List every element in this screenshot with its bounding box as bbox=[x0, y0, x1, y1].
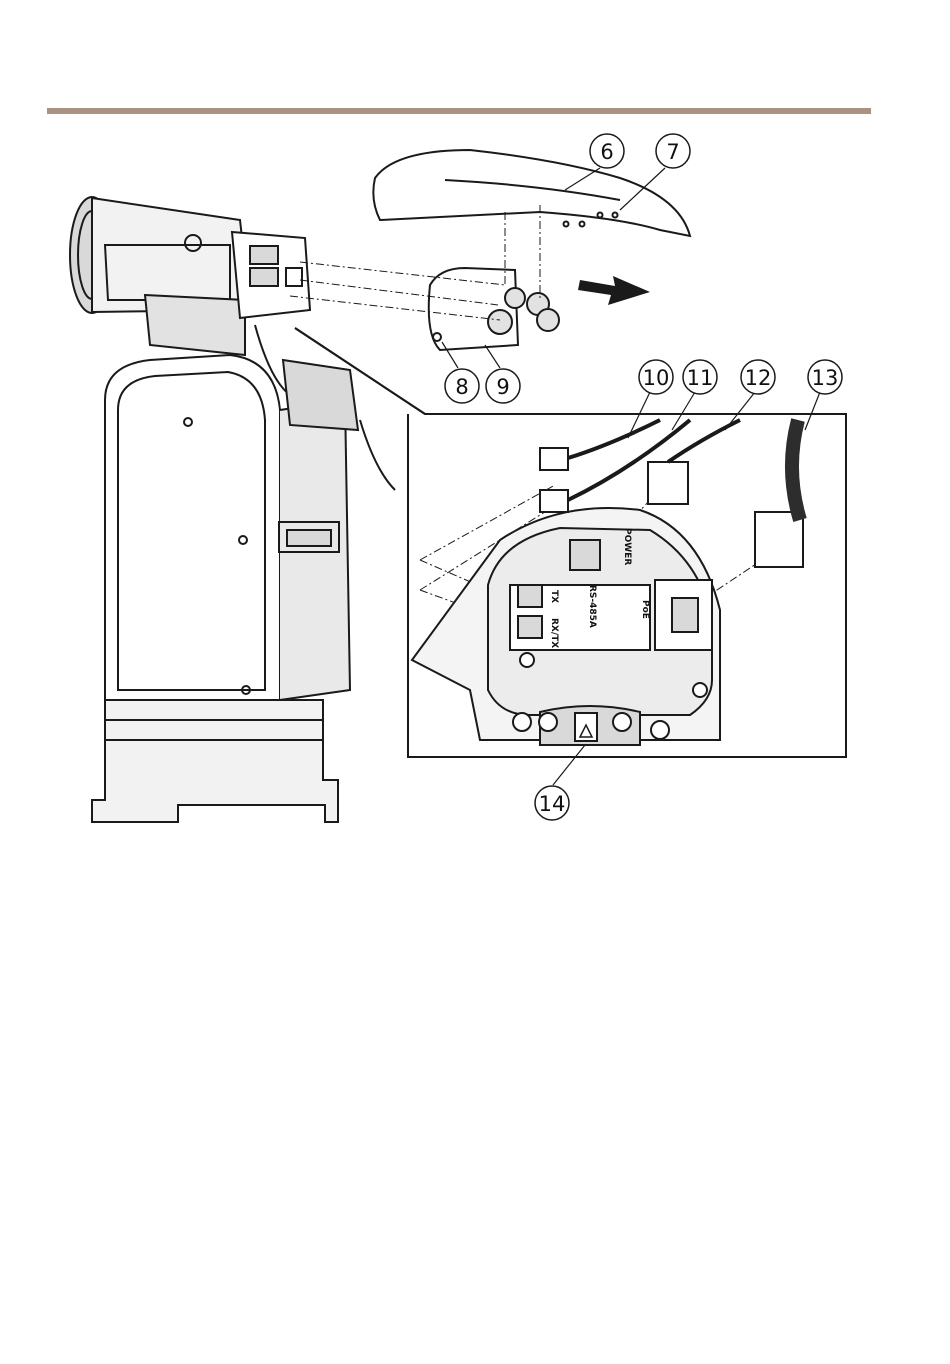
callout-6: 6 bbox=[590, 134, 624, 168]
detail-panel-contents bbox=[412, 420, 803, 745]
callout-8: 8 bbox=[445, 369, 479, 403]
callout-11: 11 bbox=[683, 360, 717, 394]
label-tx: TX bbox=[549, 590, 559, 603]
callout-12: 12 bbox=[741, 360, 775, 394]
callout-13: 13 bbox=[808, 360, 842, 394]
svg-text:8: 8 bbox=[455, 375, 468, 399]
svg-text:6: 6 bbox=[600, 140, 613, 164]
svg-text:13: 13 bbox=[812, 366, 839, 390]
label-rxtx: RX/TX bbox=[549, 618, 559, 648]
svg-text:14: 14 bbox=[539, 792, 566, 816]
callout-10: 10 bbox=[639, 360, 673, 394]
svg-text:9: 9 bbox=[496, 375, 509, 399]
cover-part bbox=[373, 150, 690, 236]
callout-9: 9 bbox=[486, 369, 520, 403]
installation-figure: POWER RS-485A PoE TX RX/TX 6 7 8 bbox=[0, 0, 950, 830]
callout-14: 14 bbox=[535, 786, 569, 820]
label-rs485: RS-485A bbox=[587, 585, 597, 628]
label-power: POWER bbox=[622, 528, 632, 565]
connector-module bbox=[429, 268, 559, 350]
svg-text:11: 11 bbox=[687, 366, 714, 390]
svg-text:10: 10 bbox=[643, 366, 670, 390]
callout-7: 7 bbox=[656, 134, 690, 168]
svg-text:7: 7 bbox=[666, 140, 679, 164]
svg-text:12: 12 bbox=[745, 366, 772, 390]
label-poe: PoE bbox=[640, 600, 650, 619]
camera-body bbox=[70, 197, 395, 822]
arrow-right-icon bbox=[578, 276, 650, 305]
